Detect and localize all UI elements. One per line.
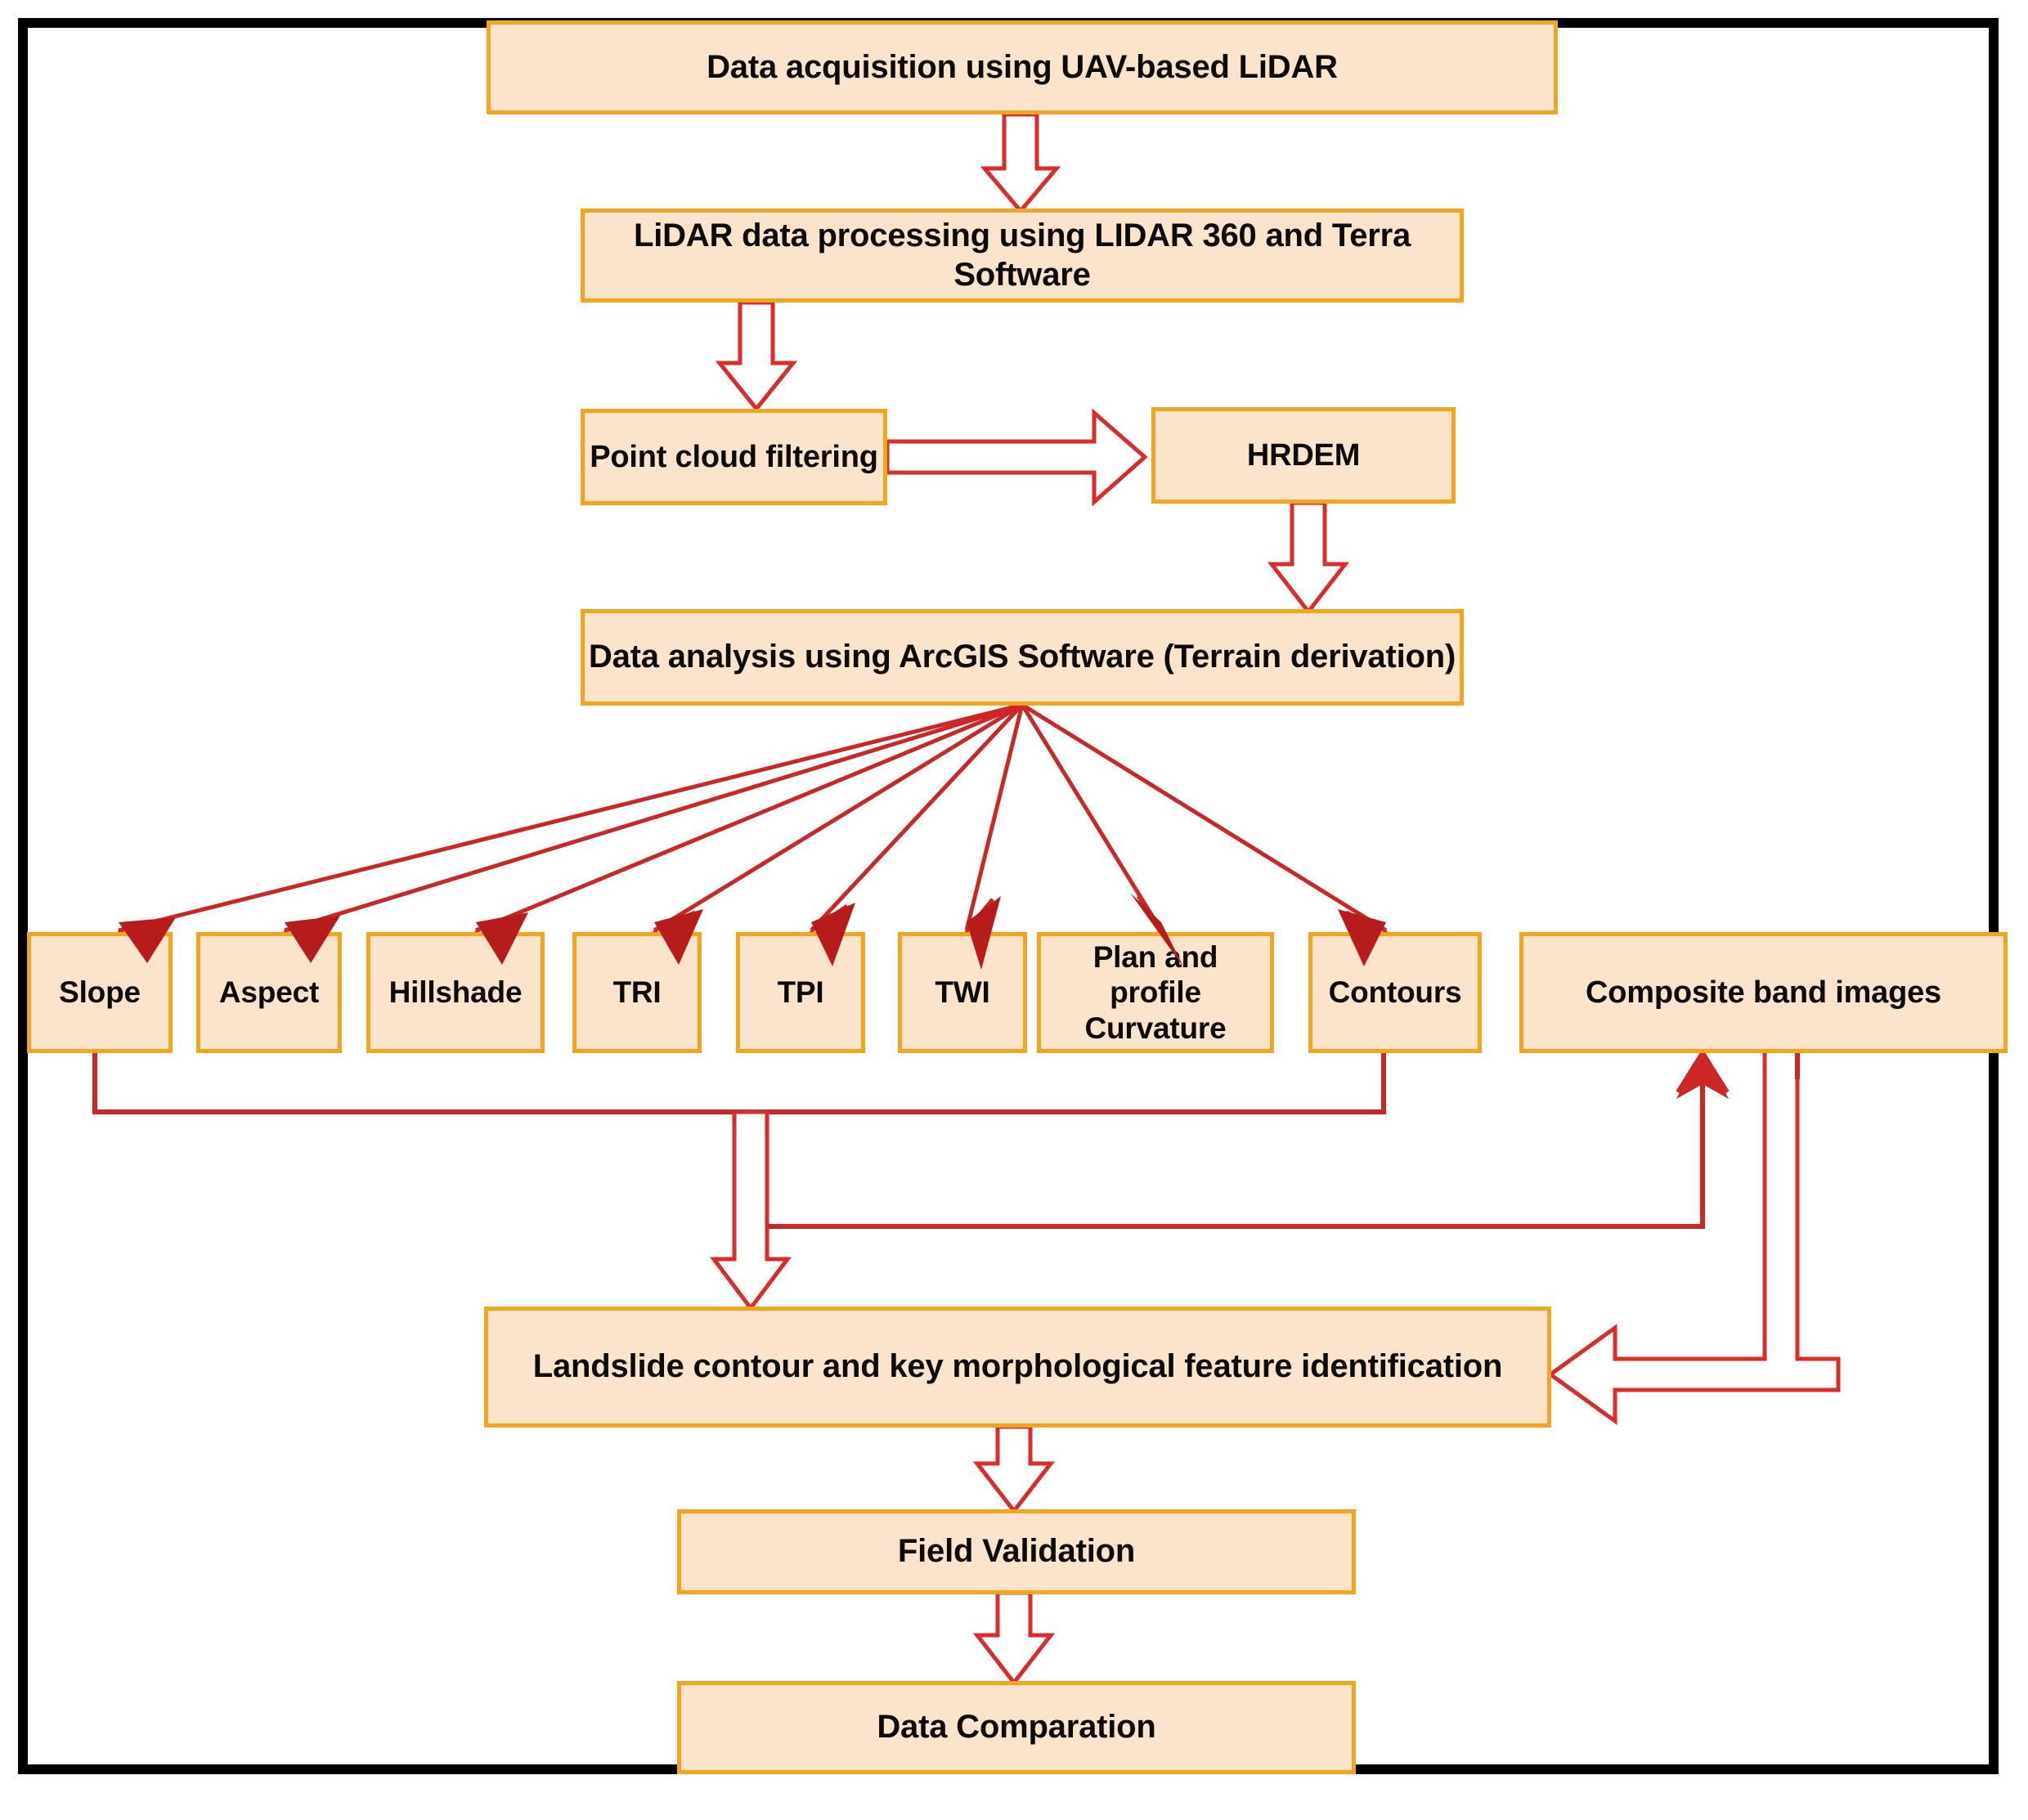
- node-landslide-identification-label: Landslide contour and key morphological …: [532, 1348, 1503, 1385]
- node-derivative-aspect-label: Aspect: [218, 975, 320, 1010]
- node-composite-band-images-label: Composite band images: [1586, 975, 1941, 1010]
- node-derivative-curvature[interactable]: Plan and profile Curvature: [1037, 932, 1274, 1053]
- node-data-comparation-label: Data Comparation: [877, 1709, 1156, 1746]
- node-derivative-hillshade[interactable]: Hillshade: [366, 932, 545, 1053]
- node-derivative-tri[interactable]: TRI: [572, 932, 702, 1053]
- node-data-comparation[interactable]: Data Comparation: [677, 1681, 1356, 1774]
- node-landslide-identification[interactable]: Landslide contour and key morphological …: [484, 1307, 1551, 1428]
- node-derivative-twi-label: TWI: [935, 975, 990, 1010]
- node-derivative-tpi-label: TPI: [777, 975, 824, 1010]
- node-lidar-processing-label: LiDAR data processing using LIDAR 360 an…: [633, 217, 1411, 293]
- node-point-cloud-filtering[interactable]: Point cloud filtering: [581, 409, 887, 505]
- node-data-analysis[interactable]: Data analysis using ArcGIS Software (Ter…: [581, 609, 1464, 706]
- node-data-acquisition[interactable]: Data acquisition using UAV-based LiDAR: [487, 20, 1558, 114]
- node-composite-band-images[interactable]: Composite band images: [1519, 932, 2008, 1053]
- node-derivative-tri-label: TRI: [612, 975, 662, 1010]
- node-derivative-slope-label: Slope: [59, 975, 141, 1010]
- node-point-cloud-filtering-label: Point cloud filtering: [590, 439, 878, 474]
- node-derivative-slope[interactable]: Slope: [27, 932, 173, 1053]
- node-derivative-curvature-label: Plan and profile Curvature: [1084, 939, 1227, 1045]
- node-derivative-hillshade-label: Hillshade: [388, 975, 523, 1010]
- node-hrdem-label: HRDEM: [1246, 437, 1361, 473]
- node-derivative-twi[interactable]: TWI: [898, 932, 1027, 1053]
- node-field-validation[interactable]: Field Validation: [677, 1509, 1356, 1594]
- node-derivative-tpi[interactable]: TPI: [736, 932, 865, 1053]
- node-lidar-processing[interactable]: LiDAR data processing using LIDAR 360 an…: [581, 208, 1464, 303]
- node-derivative-contours-label: Contours: [1328, 975, 1462, 1010]
- node-data-analysis-label: Data analysis using ArcGIS Software (Ter…: [588, 639, 1456, 675]
- node-data-acquisition-label: Data acquisition using UAV-based LiDAR: [707, 48, 1338, 85]
- node-derivative-contours[interactable]: Contours: [1308, 932, 1482, 1053]
- node-field-validation-label: Field Validation: [897, 1533, 1136, 1570]
- node-hrdem[interactable]: HRDEM: [1151, 407, 1456, 504]
- node-derivative-aspect[interactable]: Aspect: [196, 932, 342, 1053]
